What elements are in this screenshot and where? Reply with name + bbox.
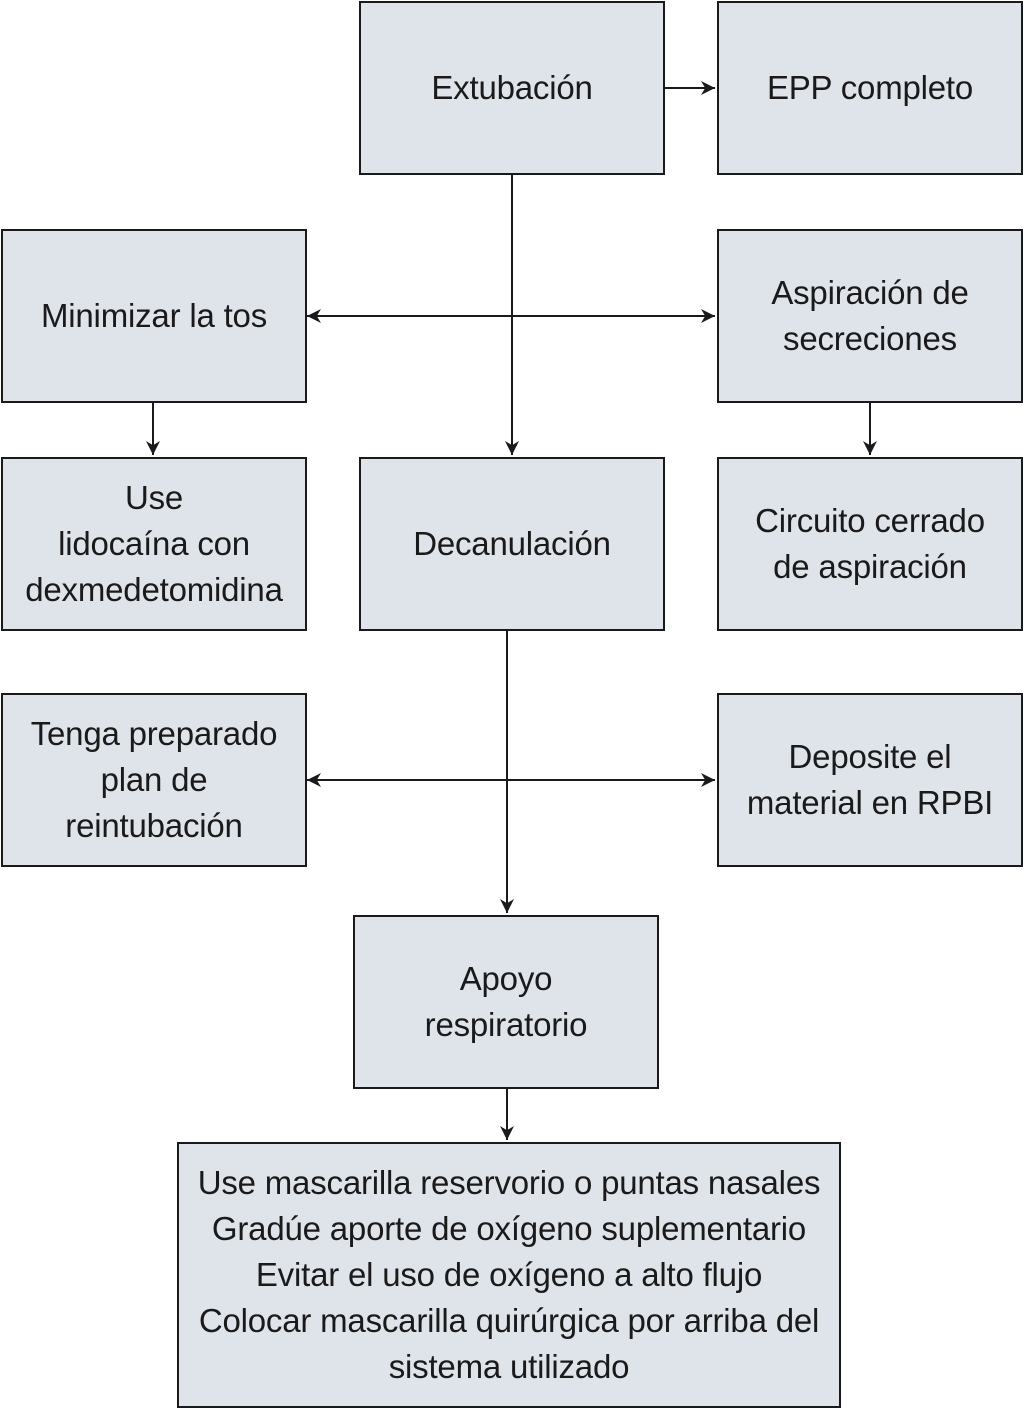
recomendacion-line-1: Use mascarilla reservorio o puntas nasal… [197, 1164, 821, 1201]
node-recomendaciones: Use mascarilla reservorio o puntas nasal… [177, 1142, 841, 1408]
node-rpbi-line-2: material en RPBI [746, 784, 994, 821]
recomendacion-line-5: sistema utilizado [388, 1348, 630, 1385]
recomendacion-line-2: Gradúe aporte de oxígeno suplementario [211, 1210, 807, 1247]
node-reintubacion-line-1: Tenga preparado [30, 715, 278, 752]
node-minimizar-tos: Minimizar la tos [1, 229, 307, 403]
node-circuito-cerrado: Circuito cerrado de aspiración [717, 457, 1023, 631]
node-reintubacion: Tenga preparado plan de reintubación [1, 693, 307, 867]
node-apoyo-line-2: respiratorio [424, 1006, 588, 1043]
node-decanulacion: Decanulación [359, 457, 665, 631]
node-rpbi-line-1: Deposite el [788, 738, 952, 775]
node-lidocaina-line-2: lidocaína con [58, 525, 250, 562]
node-lidocaina: Use lidocaína con dexmedetomidina [1, 457, 307, 631]
node-reintubacion-line-3: reintubación [65, 807, 243, 844]
node-epp-completo: EPP completo [717, 1, 1023, 175]
recomendacion-line-3: Evitar el uso de oxígeno a alto flujo [255, 1256, 763, 1293]
node-minimizar-line: Minimizar la tos [40, 297, 267, 334]
node-lidocaina-line-3: dexmedetomidina [25, 571, 283, 608]
node-reintubacion-line-2: plan de [100, 761, 208, 798]
node-apoyo-line-1: Apoyo [459, 960, 553, 997]
node-extubacion: Extubación [359, 1, 665, 175]
node-aspiracion-secreciones: Aspiración de secreciones [717, 229, 1023, 403]
node-epp-line: EPP completo [766, 69, 974, 106]
node-aspiracion-line-2: secreciones [783, 320, 957, 357]
node-decanulacion-line: Decanulación [413, 525, 611, 562]
node-circuito-line-2: de aspiración [773, 548, 967, 585]
node-apoyo-respiratorio: Apoyo respiratorio [353, 915, 659, 1089]
node-extubacion-line: Extubación [431, 69, 593, 106]
node-aspiracion-line-1: Aspiración de [771, 274, 969, 311]
recomendacion-line-4: Colocar mascarilla quirúrgica por arriba… [198, 1302, 820, 1339]
node-circuito-line-1: Circuito cerrado [755, 502, 985, 539]
node-lidocaina-line-1: Use [124, 479, 184, 516]
node-rpbi: Deposite el material en RPBI [717, 693, 1023, 867]
